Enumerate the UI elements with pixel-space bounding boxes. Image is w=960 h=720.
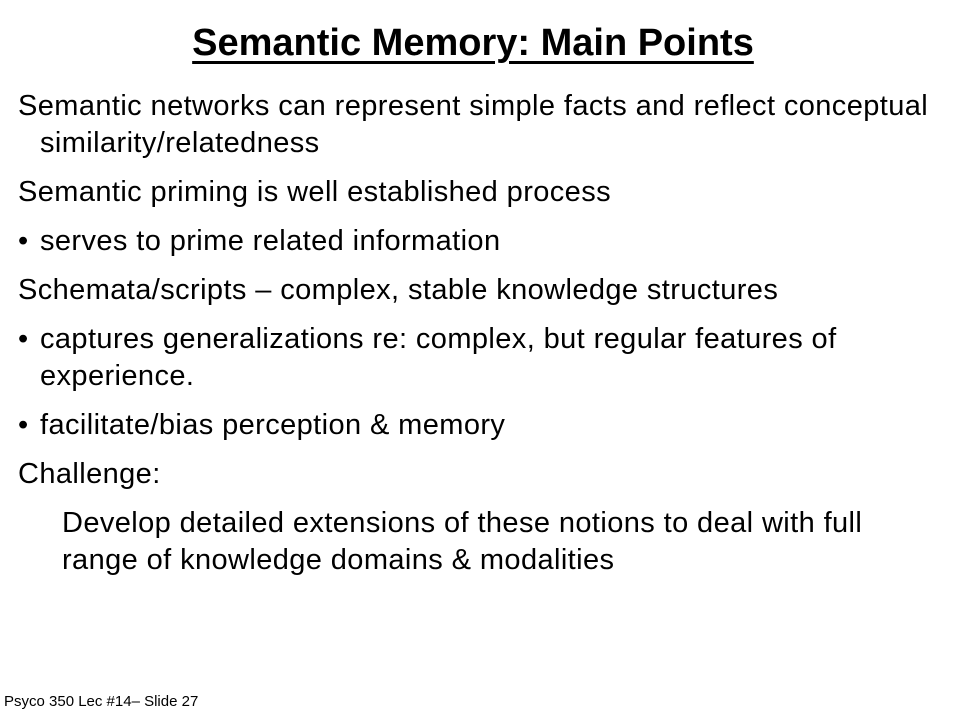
list-item: Schemata/scripts – complex, stable knowl… xyxy=(18,274,779,306)
bullet-text: facilitate/bias perception & memory xyxy=(40,409,506,441)
slide-title: Semantic Memory: Main Points xyxy=(192,22,754,64)
bullet-text: captures generalizations re: complex, bu… xyxy=(40,323,837,392)
bullet-item: • facilitate/bias perception & memory xyxy=(0,407,940,444)
list-item: Challenge: xyxy=(18,458,161,490)
list-item: Semantic networks can represent simple f… xyxy=(18,90,929,159)
bullet-icon: • xyxy=(18,323,29,355)
bullet-icon: • xyxy=(18,409,29,441)
list-item-indented: Develop detailed extensions of these not… xyxy=(62,507,863,576)
bullet-icon: • xyxy=(18,225,29,257)
bullet-item: • captures generalizations re: complex, b… xyxy=(0,321,940,395)
list-item: Semantic priming is well established pro… xyxy=(18,176,612,208)
slide-body: Semantic networks can represent simple f… xyxy=(0,88,940,579)
bullet-text: serves to prime related information xyxy=(40,225,501,257)
slide-footer: Psyco 350 Lec #14– Slide 27 xyxy=(4,693,199,710)
bullet-item: • serves to prime related information xyxy=(0,223,940,260)
